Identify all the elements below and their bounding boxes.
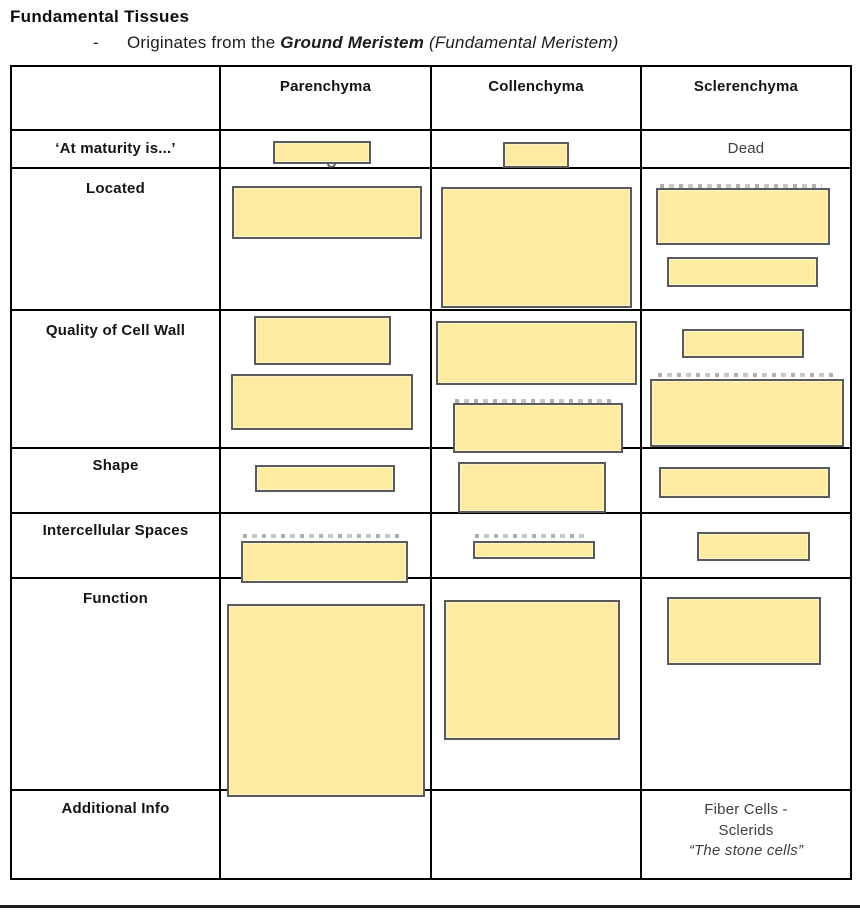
sticky-cover-located-collenchyma[interactable] xyxy=(441,187,632,308)
cell-maturity-sclerenchyma: Dead xyxy=(640,129,852,169)
row-label-at-maturity: ‘At maturity is...’ xyxy=(10,129,221,169)
bullet-text-emphasis: Ground Meristem xyxy=(280,33,425,52)
header-cell-parenchyma: Parenchyma xyxy=(219,65,432,131)
row-label-intercellular-spaces: Intercellular Spaces xyxy=(10,512,221,579)
sticky-cover-intercellular-sclerenchyma[interactable] xyxy=(697,532,810,561)
header-cell-blank xyxy=(10,65,221,131)
bullet-text-parenthetical: (Fundamental Meristem) xyxy=(424,33,619,52)
sticky-cover-maturity-parenchyma[interactable] xyxy=(273,141,371,164)
row-label-function: Function xyxy=(10,577,221,791)
additional-info-line: Fiber Cells - xyxy=(704,801,788,818)
header-cell-collenchyma: Collenchyma xyxy=(430,65,642,131)
sticky-cover-function-collenchyma[interactable] xyxy=(444,600,620,740)
sticky-cover-located-sclerenchyma-2[interactable] xyxy=(667,257,818,287)
row-label-shape: Shape xyxy=(10,447,221,514)
subtitle-bullet: - Originates from the Ground Meristem (Fu… xyxy=(93,33,619,53)
cell-additional-parenchyma xyxy=(219,789,432,880)
header-cell-sclerenchyma: Sclerenchyma xyxy=(640,65,852,131)
sticky-cover-quality-collenchyma-2[interactable] xyxy=(453,403,623,453)
sticky-cover-quality-parenchyma-1[interactable] xyxy=(254,316,391,365)
additional-info-quote: “The stone cells” xyxy=(688,842,804,860)
sticky-cover-shape-parenchyma[interactable] xyxy=(255,465,395,492)
sticky-cover-function-sclerenchyma[interactable] xyxy=(667,597,821,665)
sticky-cover-quality-sclerenchyma-1[interactable] xyxy=(682,329,804,358)
row-label-quality-of-cell-wall: Quality of Cell Wall xyxy=(10,309,221,449)
sticky-cover-located-parenchyma[interactable] xyxy=(232,186,422,239)
row-label-additional-info: Additional Info xyxy=(10,789,221,880)
additional-info-line: Sclerids xyxy=(718,821,774,839)
cell-additional-collenchyma xyxy=(430,789,642,880)
bullet-text-prefix: Originates from the xyxy=(127,33,281,52)
sticky-cover-maturity-collenchyma[interactable] xyxy=(503,142,569,168)
sticky-cover-function-parenchyma[interactable] xyxy=(227,604,425,797)
sticky-cover-quality-parenchyma-2[interactable] xyxy=(231,374,413,430)
sticky-cover-located-sclerenchyma-1[interactable] xyxy=(656,188,830,245)
bottom-divider xyxy=(0,905,860,908)
sticky-cover-quality-collenchyma-1[interactable] xyxy=(436,321,637,385)
row-label-located: Located xyxy=(10,167,221,311)
bullet-dash: - xyxy=(93,33,99,52)
page-title: Fundamental Tissues xyxy=(10,7,190,26)
sticky-cover-shape-collenchyma[interactable] xyxy=(458,462,606,513)
cell-additional-sclerenchyma: Fiber Cells - Sclerids “The stone cells” xyxy=(640,789,852,880)
sticky-cover-intercellular-collenchyma[interactable] xyxy=(473,541,595,559)
sticky-cover-quality-sclerenchyma-2[interactable] xyxy=(650,379,844,447)
sticky-cover-shape-sclerenchyma[interactable] xyxy=(659,467,830,498)
sticky-cover-intercellular-parenchyma[interactable] xyxy=(241,541,408,583)
